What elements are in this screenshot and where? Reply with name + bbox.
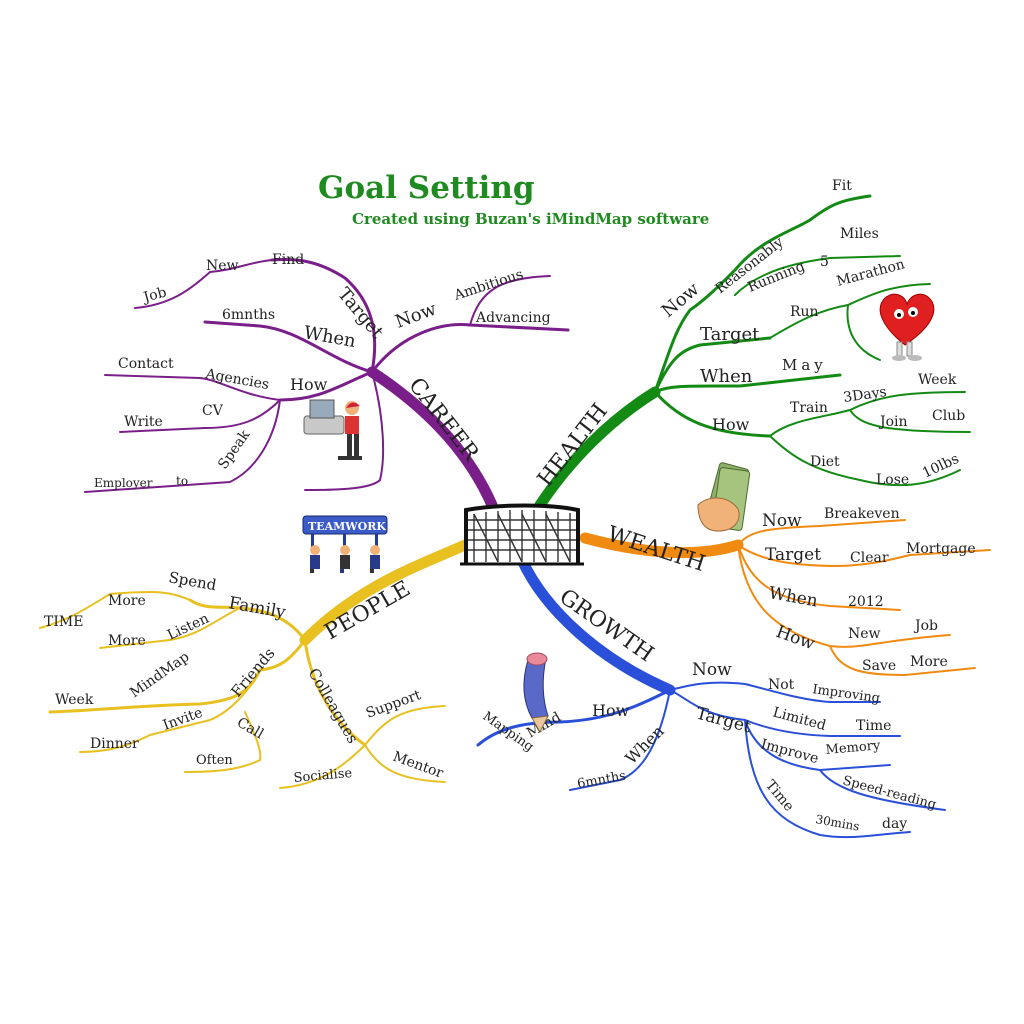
- svg-text:Write: Write: [124, 414, 163, 430]
- svg-text:Find: Find: [272, 252, 304, 268]
- goal-net-icon: [460, 503, 584, 566]
- svg-text:Target: Target: [765, 545, 821, 565]
- teamwork-icon: TEAMWORK: [302, 515, 388, 573]
- svg-text:Spend: Spend: [167, 568, 218, 594]
- svg-text:New: New: [848, 626, 881, 642]
- wealth-labels: WEALTH Now Breakeven Target Clear Mortga…: [604, 506, 975, 674]
- svg-text:Support: Support: [364, 687, 424, 722]
- svg-text:Dinner: Dinner: [90, 736, 139, 752]
- svg-text:How: How: [773, 622, 817, 654]
- svg-text:2012: 2012: [848, 594, 884, 610]
- svg-text:day: day: [882, 816, 907, 832]
- computer-worker-icon: [303, 399, 362, 460]
- svg-text:Memory: Memory: [825, 738, 881, 758]
- svg-text:Listen: Listen: [165, 611, 212, 644]
- health-label: HEALTH: [533, 399, 613, 491]
- svg-text:Week: Week: [918, 372, 957, 388]
- money-hand-icon: [697, 462, 751, 532]
- svg-text:Friends: Friends: [227, 644, 278, 700]
- svg-text:5: 5: [820, 254, 829, 270]
- svg-text:Run: Run: [790, 304, 819, 320]
- svg-text:Diet: Diet: [810, 454, 840, 470]
- svg-text:How: How: [712, 415, 750, 434]
- health-branch: [534, 194, 971, 511]
- svg-text:Contact: Contact: [118, 356, 174, 372]
- career-label: CAREER: [403, 373, 484, 467]
- svg-text:Fit: Fit: [832, 178, 852, 194]
- svg-text:Ambitious: Ambitious: [451, 266, 525, 304]
- svg-text:Now: Now: [762, 511, 802, 531]
- svg-text:New: New: [206, 258, 239, 274]
- svg-text:How: How: [290, 375, 328, 394]
- svg-text:Speak: Speak: [215, 427, 253, 472]
- svg-text:When: When: [767, 583, 819, 611]
- pencil-icon: [523, 652, 549, 734]
- svg-text:Target: Target: [694, 704, 753, 738]
- svg-text:Call: Call: [234, 715, 267, 743]
- svg-text:Train: Train: [790, 400, 828, 416]
- svg-text:Time: Time: [856, 718, 891, 734]
- svg-text:Marathon: Marathon: [835, 256, 907, 290]
- svg-text:Family: Family: [227, 593, 287, 623]
- svg-text:Invite: Invite: [161, 705, 205, 734]
- svg-text:TIME: TIME: [44, 614, 83, 630]
- svg-text:Now: Now: [692, 660, 732, 680]
- svg-text:Mortgage: Mortgage: [906, 541, 976, 557]
- svg-text:When: When: [302, 322, 358, 352]
- heart-runner-icon: [879, 293, 935, 361]
- svg-text:10lbs: 10lbs: [920, 451, 962, 482]
- svg-text:Now: Now: [658, 278, 704, 321]
- svg-text:Save: Save: [862, 658, 896, 674]
- svg-text:Job: Job: [913, 618, 938, 634]
- svg-text:Not: Not: [768, 677, 795, 693]
- svg-text:Employer: Employer: [94, 476, 153, 490]
- svg-text:CV: CV: [202, 403, 224, 419]
- growth-branch: [476, 554, 946, 839]
- svg-text:How: How: [592, 701, 630, 720]
- svg-text:Miles: Miles: [840, 226, 879, 242]
- svg-text:May: May: [782, 356, 827, 374]
- svg-text:Breakeven: Breakeven: [824, 506, 900, 522]
- svg-text:More: More: [108, 633, 146, 649]
- svg-text:Time: Time: [762, 777, 797, 814]
- svg-text:Socialise: Socialise: [293, 766, 353, 786]
- svg-text:Join: Join: [878, 414, 908, 430]
- svg-text:Clear: Clear: [850, 550, 889, 566]
- svg-text:Colleagues: Colleagues: [305, 665, 362, 747]
- svg-text:Advancing: Advancing: [475, 310, 551, 326]
- career-labels: CAREER Now Ambitious Advancing Target Fi…: [94, 252, 551, 490]
- svg-text:Mentor: Mentor: [391, 749, 446, 782]
- svg-text:Week: Week: [55, 692, 94, 708]
- svg-text:Club: Club: [932, 408, 965, 424]
- svg-text:to: to: [176, 474, 188, 488]
- svg-text:More: More: [910, 654, 948, 670]
- map-subtitle: Created using Buzan's iMindMap software: [352, 210, 709, 228]
- svg-text:6mnths: 6mnths: [576, 769, 627, 792]
- svg-text:When: When: [700, 366, 753, 387]
- svg-text:MindMap: MindMap: [127, 649, 192, 701]
- people-labels: PEOPLE Family Spend More TIME Listen Mor…: [44, 568, 446, 786]
- career-branch: [84, 258, 570, 511]
- teamwork-sign-text: TEAMWORK: [308, 520, 386, 533]
- map-title: Goal Setting: [318, 170, 535, 206]
- svg-text:Often: Often: [196, 753, 233, 768]
- wealth-branch: [579, 519, 991, 677]
- svg-text:3Days: 3Days: [842, 384, 887, 406]
- svg-text:30mins: 30mins: [814, 812, 860, 833]
- people-branch: [39, 539, 471, 789]
- svg-text:6mnths: 6mnths: [222, 307, 275, 323]
- wealth-label: WEALTH: [604, 522, 708, 577]
- svg-text:More: More: [108, 593, 146, 609]
- svg-text:Job: Job: [140, 284, 168, 306]
- svg-text:Lose: Lose: [876, 472, 909, 488]
- svg-text:Target: Target: [700, 324, 760, 345]
